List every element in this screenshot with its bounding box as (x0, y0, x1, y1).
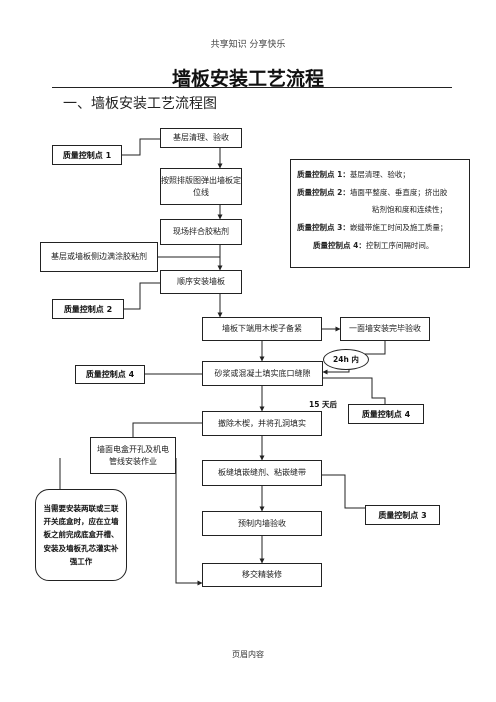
step-base-cleaning: 基层清理、验收 (160, 128, 242, 148)
qc-point-3: 质量控制点 3 (365, 505, 440, 525)
legend-row: 粘剂饱和度和连续性； (297, 201, 463, 219)
qc-point-2: 质量控制点 2 (52, 299, 124, 319)
step-label: 基层清理、验收 (173, 133, 229, 142)
timing-label: 24h 内 (333, 355, 359, 364)
page-header: 共享知识 分享快乐 (210, 40, 286, 50)
step-label: 预制内墙验收 (238, 518, 286, 528)
section-heading: 一、墙板安装工艺流程图 (63, 96, 217, 112)
legend-text: 粘剂饱和度和连续性； (372, 205, 447, 215)
legend-text: 控制工序间隔时间。 (365, 240, 434, 250)
legend-text: 墙面平整度、垂直度；挤出胶 (349, 187, 448, 197)
legend-label: 质量控制点 4： (313, 240, 366, 250)
step-install-panels: 顺序安装墙板 (160, 270, 242, 294)
timing-24h: 24h 内 (323, 349, 369, 370)
qc-point-1: 质量控制点 1 (52, 145, 122, 165)
qc-label: 质量控制点 4 (85, 370, 135, 379)
step-snap-lines: 按照排版图弹出墙板定位线 (160, 168, 242, 205)
step-handover: 移交精装修 (202, 563, 322, 587)
link-qc3 (322, 474, 365, 509)
link-electrical-top (132, 422, 202, 437)
step-joint-sealing: 板缝填嵌缝剂、粘嵌缝带 (202, 460, 322, 486)
side-box-glue: 基层或墙板侧边满涂胶粘剂 (40, 242, 158, 272)
page-footer: 页眉内容 (232, 650, 264, 659)
page-title: 墙板安装工艺流程 (171, 68, 324, 90)
step-wedge-panels: 墙板下端用木楔子备紧 (202, 317, 322, 341)
step-label: 现场拌合胶粘剂 (173, 227, 229, 236)
legend-row: 质量控制点 2：墙面平整度、垂直度；挤出胶 (297, 184, 463, 202)
qc-point-4-left: 质量控制点 4 (75, 365, 145, 384)
link-qc4-right (322, 377, 386, 404)
side-box-label: 一面墙安装完毕验收 (349, 324, 421, 333)
step-label: 移交精装修 (242, 570, 282, 579)
link-qc2 (124, 282, 160, 310)
legend-row: 质量控制点 3：嵌缝带施工时间及施工质量； (297, 219, 463, 237)
title-divider (52, 87, 452, 88)
step-mix-adhesive: 现场拌合胶粘剂 (160, 219, 242, 245)
legend-text: 基层清理、验收； (349, 170, 410, 179)
side-box-electrical: 墙面电盒开孔及机电管线安装作业 (90, 437, 176, 474)
step-remove-wedges: 撤除木楔，并将孔洞填实 (202, 411, 322, 436)
qc-label: 质量控制点 2 (63, 304, 113, 314)
step-fill-bottom-gap: 砂浆或混凝土填实底口缝隙 (202, 361, 323, 386)
timing-15-days: 15 天后 (308, 399, 339, 410)
qc-label: 质量控制点 3 (378, 510, 427, 520)
step-label: 按照排版图弹出墙板定位线 (161, 175, 241, 197)
side-box-label: 墙面电盒开孔及机电管线安装作业 (97, 444, 169, 466)
arrow-electrical-s10 (175, 458, 203, 586)
legend-row: 质量控制点 4：控制工序间隔时间。 (297, 237, 463, 255)
qc-label: 质量控制点 4 (361, 409, 411, 419)
legend-label: 质量控制点 3： (297, 222, 350, 232)
legend-row: 质量控制点 1：基层清理、验收； (297, 166, 463, 184)
qc-point-4-right: 质量控制点 4 (348, 404, 424, 424)
note-text: 当需要安装两联或三联开关底盒时，应在立墙板之前完成底盒开槽、安装及墙板孔芯灌实补… (43, 504, 119, 566)
step-label: 墙板下端用木楔子备紧 (222, 324, 302, 333)
step-label: 顺序安装墙板 (177, 277, 225, 286)
legend-label: 质量控制点 2： (297, 187, 350, 197)
step-inspection: 预制内墙验收 (202, 511, 322, 536)
step-label: 砂浆或混凝土填实底口缝隙 (214, 368, 311, 378)
legend-label: 质量控制点 1： (297, 170, 350, 179)
side-box-one-wall-inspection: 一面墙安装完毕验收 (340, 317, 430, 341)
step-label: 板缝填嵌缝剂、粘嵌缝带 (218, 468, 306, 477)
side-box-label: 基层或墙板侧边满涂胶粘剂 (51, 252, 147, 261)
legend-text: 嵌缝带施工时间及施工质量； (349, 222, 448, 232)
link-qc1 (122, 138, 160, 156)
note-switch-box: 当需要安装两联或三联开关底盒时，应在立墙板之前完成底盒开槽、安装及墙板孔芯灌实补… (35, 489, 127, 581)
qc-label: 质量控制点 1 (62, 150, 112, 160)
step-label: 撤除木楔，并将孔洞填实 (218, 418, 306, 428)
quality-legend: 质量控制点 1：基层清理、验收； 质量控制点 2：墙面平整度、垂直度；挤出胶 粘… (290, 159, 470, 268)
